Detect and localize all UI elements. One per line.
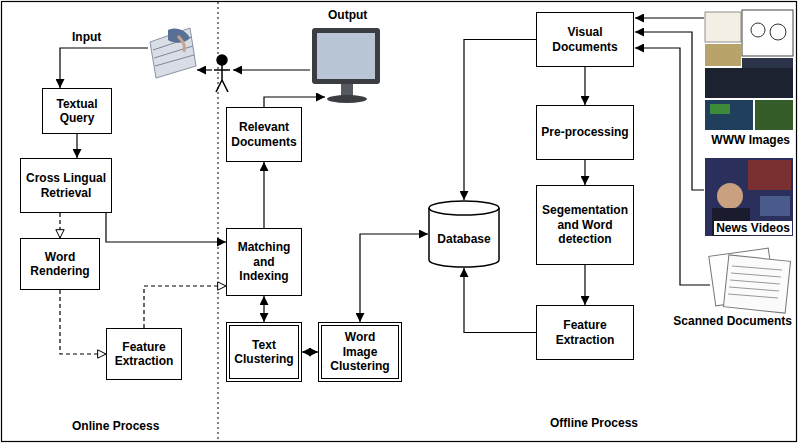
output-label: Output (326, 8, 369, 22)
scanned-document-images (709, 248, 791, 313)
node-text: Feature Extraction (111, 340, 177, 369)
connector-arrow (144, 286, 226, 328)
node-text: Word Image Clustering (326, 330, 394, 373)
connector-arrow (584, 265, 585, 305)
input-line (60, 48, 148, 88)
source-line (635, 48, 710, 285)
connector-arrow (584, 160, 585, 185)
connector-arrow (106, 213, 226, 242)
node-text: Visual Documents (541, 25, 629, 54)
node-text: Database (437, 232, 490, 246)
process-box: Textual Query (42, 88, 112, 134)
region-label: Offline Process (548, 416, 640, 430)
process-box: Visual Documents (536, 12, 634, 67)
source-line (635, 32, 704, 190)
monitor-to-user-arrow (233, 69, 310, 70)
connector-arrow (263, 296, 264, 322)
news-video-images (705, 158, 793, 236)
divider-line (218, 2, 219, 441)
region-label: Online Process (70, 419, 161, 433)
source-label: WWW Images (709, 133, 792, 147)
www-images (705, 10, 793, 130)
node-text: Word Rendering (25, 250, 95, 279)
user-to-keyboard-arrow (197, 69, 212, 70)
node-text: Text Clustering (234, 338, 294, 367)
connector-arrow (60, 290, 106, 354)
user-figure (214, 55, 230, 92)
node-text: Pre-processing (541, 125, 628, 139)
source-label: Scanned Documents (671, 314, 794, 328)
node-text: Relevant Documents (231, 120, 297, 149)
node-text: Feature Extraction (541, 318, 629, 347)
node-text: Textual Query (47, 97, 107, 126)
source-line (635, 17, 704, 18)
keyboard-icon (150, 28, 196, 78)
node-text: Matching and Indexing (231, 240, 297, 283)
connector-arrow (302, 351, 318, 352)
input-label: Input (70, 30, 103, 44)
node-text: Cross Lingual Retrieval (25, 171, 107, 200)
source-label: News Videos (714, 221, 792, 235)
connector-arrow (464, 40, 536, 201)
process-box: Feature Extraction (536, 305, 634, 360)
node-text: Segementation and Word detection (541, 203, 629, 246)
clustering-box: Word Image Clustering (318, 322, 402, 382)
process-box: Segementation and Word detection (536, 185, 634, 265)
monitor-icon (312, 28, 380, 103)
process-box: Cross Lingual Retrieval (20, 158, 112, 213)
clustering-box: Text Clustering (226, 322, 302, 382)
connector-arrow (263, 162, 264, 228)
connector-arrow (584, 67, 585, 105)
connector-arrow (59, 213, 60, 238)
process-box: Word Rendering (20, 238, 100, 290)
connector-arrow (360, 234, 428, 322)
process-box: Pre-processing (536, 105, 634, 160)
database-cylinder: Database (428, 200, 500, 268)
connector-arrow (76, 134, 77, 158)
output-line (264, 97, 325, 107)
connector-arrow (464, 268, 536, 333)
process-box: Feature Extraction (106, 328, 182, 380)
process-box: Matching and Indexing (226, 228, 302, 296)
process-box: Relevant Documents (226, 107, 302, 162)
